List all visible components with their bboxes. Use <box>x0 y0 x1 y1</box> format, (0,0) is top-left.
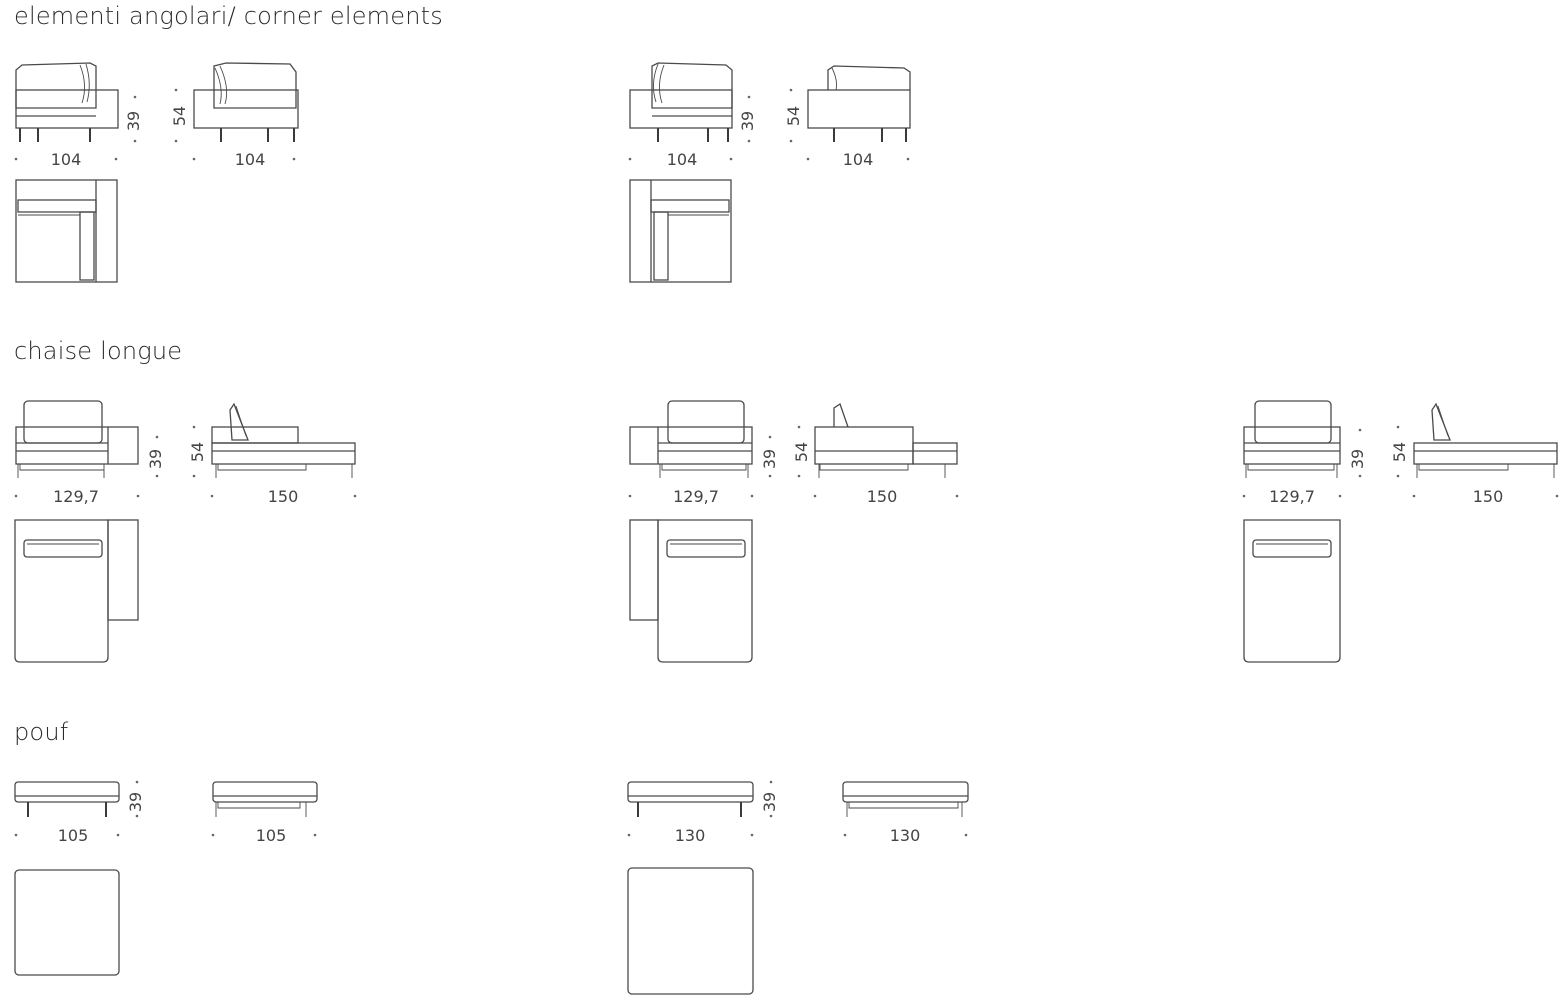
section-title-pouf: pouf <box>14 718 69 746</box>
corner-right-seat-height-label: 39 <box>738 111 757 131</box>
chaise-left-seat-height-label: 39 <box>146 449 165 469</box>
pouf-large-front-view <box>627 780 773 837</box>
chaise-center-side-view <box>797 402 959 498</box>
pouf-small-seat-height-label: 39 <box>126 792 145 812</box>
pouf-large-front-width-label: 130 <box>675 826 706 845</box>
chaise-right-back-height-label: 54 <box>1390 442 1409 462</box>
chaise-right-front-width-label: 129,7 <box>1269 487 1315 506</box>
pouf-small-top-view <box>14 869 120 976</box>
corner-left-front-view <box>14 62 137 161</box>
corner-left-side-view <box>174 62 299 161</box>
corner-left-back-height-label: 54 <box>170 106 189 126</box>
chaise-left-front-view <box>14 400 159 498</box>
chaise-center-front-view <box>628 400 772 498</box>
chaise-left-top-view <box>14 519 139 663</box>
corner-left-side-depth-label: 104 <box>235 150 266 169</box>
corner-left-front-width-label: 104 <box>51 150 82 169</box>
chaise-center-front-width-label: 129,7 <box>673 487 719 506</box>
chaise-left-back-height-label: 54 <box>188 442 207 462</box>
pouf-small-front-view <box>14 780 139 837</box>
corner-left-top-view <box>15 179 118 283</box>
chaise-right-side-view <box>1396 402 1559 498</box>
corner-right-front-width-label: 104 <box>667 150 698 169</box>
chaise-center-back-height-label: 54 <box>792 442 811 462</box>
chaise-right-seat-height-label: 39 <box>1348 449 1367 469</box>
chaise-right-front-view <box>1242 400 1362 498</box>
corner-right-back-height-label: 54 <box>784 106 803 126</box>
chaise-left-front-width-label: 129,7 <box>53 487 99 506</box>
chaise-right-side-depth-label: 150 <box>1473 487 1504 506</box>
chaise-center-side-depth-label: 150 <box>867 487 898 506</box>
section-title-chaise-longue: chaise longue <box>14 337 183 365</box>
corner-left-seat-height-label: 39 <box>124 111 143 131</box>
pouf-large-side-view <box>842 781 969 837</box>
pouf-small-side-view <box>211 781 318 837</box>
corner-right-side-depth-label: 104 <box>843 150 874 169</box>
chaise-left-side-depth-label: 150 <box>268 487 299 506</box>
chaise-right-top-view <box>1243 519 1341 663</box>
section-title-corner-elements: elementi angolari/ corner elements <box>14 2 443 30</box>
pouf-small-side-depth-label: 105 <box>256 826 287 845</box>
pouf-large-top-view <box>627 867 754 995</box>
chaise-left-side-view <box>192 402 357 498</box>
pouf-small-front-width-label: 105 <box>58 826 89 845</box>
chaise-center-top-view <box>629 519 753 663</box>
chaise-center-seat-height-label: 39 <box>760 449 779 469</box>
pouf-large-side-depth-label: 130 <box>890 826 921 845</box>
pouf-large-seat-height-label: 39 <box>760 792 779 812</box>
corner-right-front-view <box>628 62 751 161</box>
corner-right-top-view <box>629 179 732 283</box>
corner-right-side-view <box>789 65 911 161</box>
